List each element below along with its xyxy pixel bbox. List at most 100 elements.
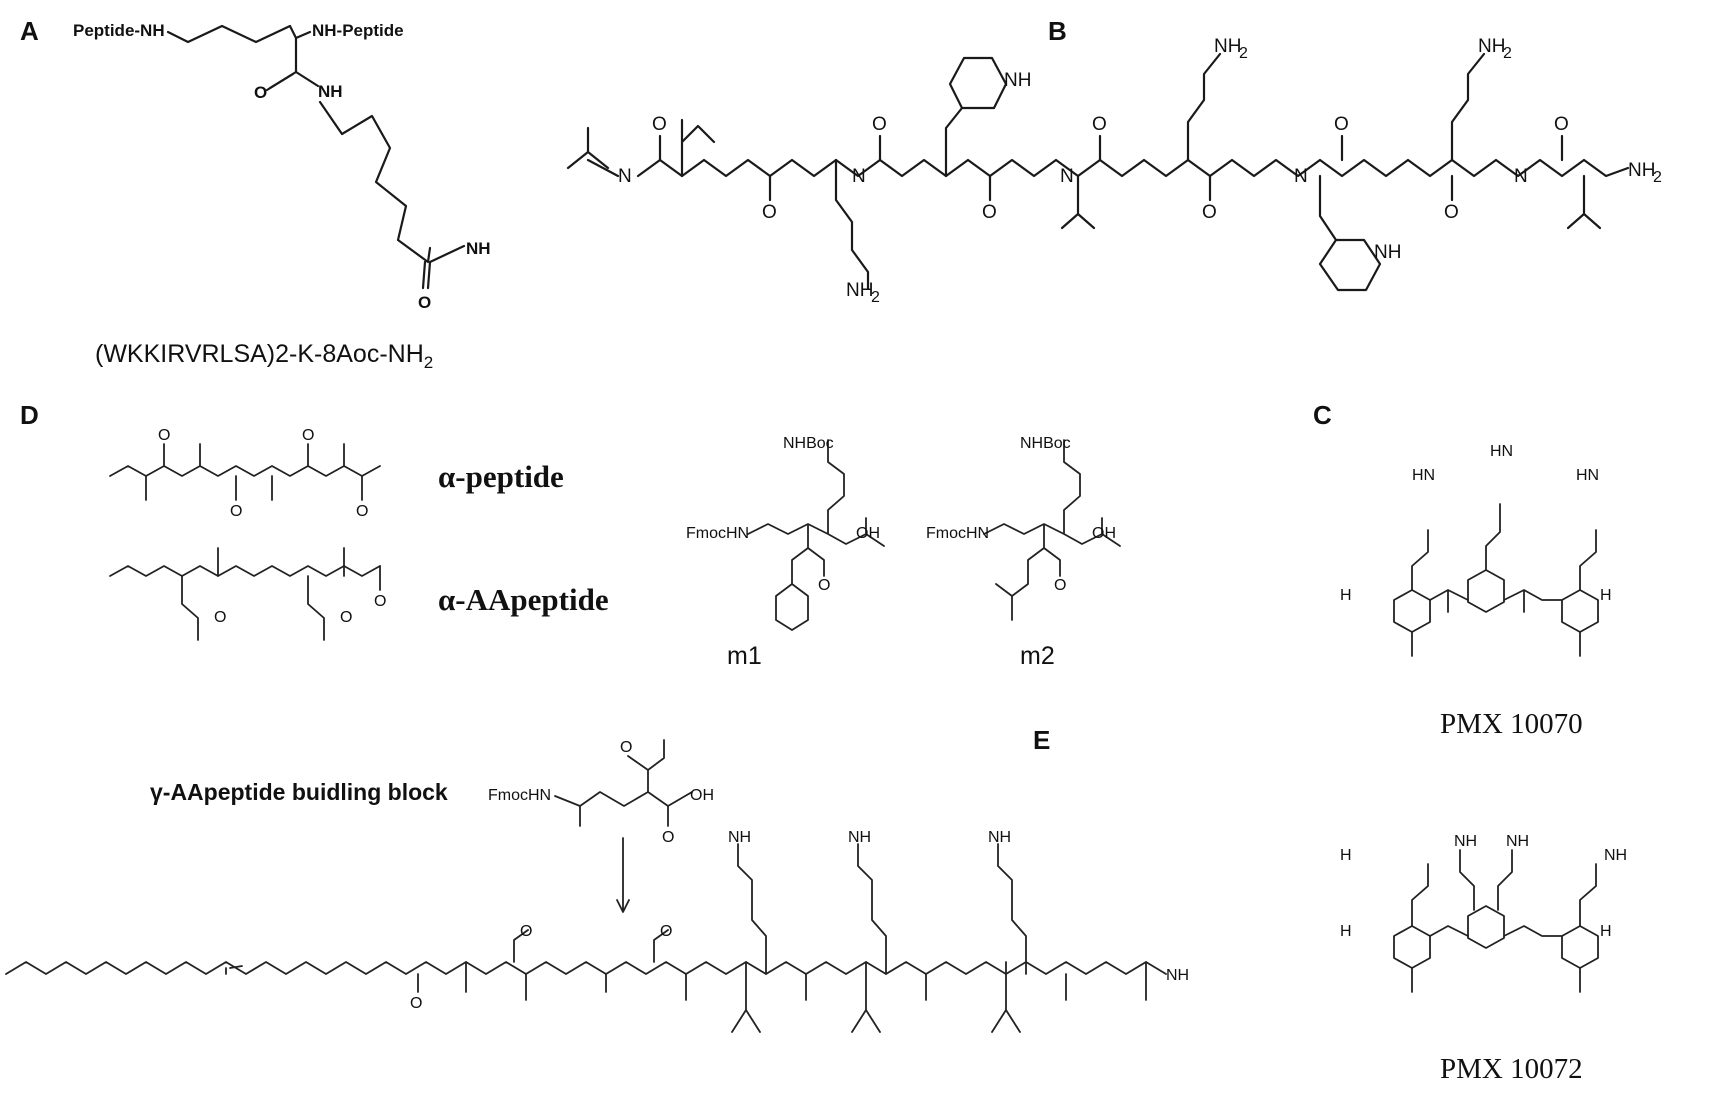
panel-a-structure: Peptide-NH NH-Peptide O NH NH O (WKKIRVR… <box>73 21 491 372</box>
urea-o-6: O <box>1202 202 1217 223</box>
lysine-nh2-2: NH <box>1214 36 1241 57</box>
svg-text:O: O <box>158 427 170 444</box>
pmx10070-linkers <box>1411 503 1597 657</box>
isopropyl-cap <box>566 126 610 170</box>
m1-structure <box>747 439 885 631</box>
urea-backbone <box>586 158 1630 178</box>
peptide-nh-left-label: Peptide-NH <box>73 21 165 40</box>
panel-label-b: B <box>1048 16 1067 46</box>
lysine-side-chain-1 <box>834 158 870 290</box>
urea-o-8: O <box>1444 202 1459 223</box>
urea-o-9: O <box>1554 114 1569 135</box>
svg-text:2: 2 <box>1239 45 1248 62</box>
pmx10072-rings <box>1393 905 1599 969</box>
octanoic-chain <box>318 100 432 264</box>
lysine-nh2-1: NH <box>846 280 873 301</box>
alpha-peptide-branches <box>145 443 363 501</box>
svg-text:O: O <box>410 995 422 1012</box>
nh-peptide-right-label: NH-Peptide <box>312 21 404 40</box>
svg-text:OH: OH <box>1092 525 1116 542</box>
urea-o-4: O <box>982 202 997 223</box>
gamma-building-block-label: γ-AApeptide buidling block <box>150 779 448 805</box>
panel-label-a: A <box>20 16 39 46</box>
panel-label-e: E <box>1033 725 1050 755</box>
svg-text:O: O <box>340 609 352 626</box>
svg-text:O: O <box>662 829 674 846</box>
svg-text:FmocHN: FmocHN <box>686 525 749 542</box>
svg-text:2: 2 <box>1503 45 1512 62</box>
svg-text:O: O <box>214 609 226 626</box>
alpha-peptide-backbone <box>109 465 381 477</box>
svg-text:H: H <box>1600 923 1612 940</box>
gamma-aapeptide-structure: γ-AApeptide buidling block FmocHN OH O O… <box>5 739 1189 1033</box>
svg-text:H: H <box>1600 587 1612 604</box>
tryptophan-side-chain-1 <box>944 56 1008 178</box>
panel-label-c: C <box>1313 400 1332 430</box>
panel-a-caption-text: (WKKIRVRLSA)2-K-8Aoc-NH <box>95 340 424 368</box>
svg-text:NH: NH <box>728 829 751 846</box>
svg-text:NH: NH <box>1166 967 1189 984</box>
valine-side-chain-1 <box>680 118 716 178</box>
terminal-nh2-label: NH <box>466 239 491 258</box>
urea-n-5: N <box>1514 166 1528 187</box>
svg-text:O: O <box>818 577 830 594</box>
lysine-nh2-3: NH <box>1478 36 1505 57</box>
urea-o-1: O <box>652 114 667 135</box>
terminal-nh2-b: NH <box>1628 160 1655 181</box>
svg-text:H: H <box>1340 847 1352 864</box>
pmx10072-label: PMX 10072 <box>1440 1053 1583 1085</box>
svg-text:HN: HN <box>1576 467 1599 484</box>
urea-n-1: N <box>618 166 632 187</box>
svg-text:HN: HN <box>1412 467 1435 484</box>
panel-a-caption-sub: 2 <box>424 353 433 372</box>
gamma-building-block-bonds <box>554 739 693 827</box>
urea-o-3: O <box>872 114 887 135</box>
carbonyl-o-label: O <box>254 83 267 102</box>
urea-o-5: O <box>1092 114 1107 135</box>
alpha-aapeptide-backbone <box>109 565 381 577</box>
svg-text:O: O <box>302 427 314 444</box>
urea-n-4: N <box>1294 166 1308 187</box>
indole-nh-2: NH <box>1374 242 1401 263</box>
valine-side-chain-3 <box>1566 174 1602 230</box>
svg-text:O: O <box>620 739 632 756</box>
lysine-side-chain-3 <box>1450 52 1486 162</box>
alpha-carbon-bonds <box>294 30 312 74</box>
valine-side-chain-2 <box>1060 174 1096 230</box>
svg-text:O: O <box>660 923 672 940</box>
indole-nh-1: NH <box>1004 70 1031 91</box>
terminal-amide-bonds <box>421 244 466 290</box>
panel-b-structure: O O O O O O O O O N N N N N NH 2 NH 2 NH… <box>566 36 1662 306</box>
svg-text:NH: NH <box>1454 833 1477 850</box>
svg-text:O: O <box>374 593 386 610</box>
svg-text:FmocHN: FmocHN <box>488 787 551 804</box>
panel-d-structure: O O O O α-peptide O O O α-AApeptide NHBo… <box>109 427 1121 670</box>
gamma-aapeptide-branches <box>417 843 1147 1033</box>
lysine-side-chain <box>166 24 298 44</box>
svg-text:HN: HN <box>1490 443 1513 460</box>
svg-text:FmocHN: FmocHN <box>926 525 989 542</box>
urea-o-2: O <box>762 202 777 223</box>
urea-n-3: N <box>1060 166 1074 187</box>
svg-text:2: 2 <box>871 289 880 306</box>
svg-text:2: 2 <box>1653 169 1662 186</box>
synthesis-arrow <box>616 837 630 913</box>
m2-label: m2 <box>1020 642 1055 670</box>
panel-c-structure: H H HN HN HN PMX 10070 H H H NH NH NH PM… <box>1340 443 1627 1085</box>
svg-text:NH: NH <box>1506 833 1529 850</box>
svg-text:O: O <box>356 503 368 520</box>
amide-nh-label: NH <box>318 82 343 101</box>
svg-text:NH: NH <box>988 829 1011 846</box>
svg-text:O: O <box>1054 577 1066 594</box>
urea-o-7: O <box>1334 114 1349 135</box>
pmx10070-label: PMX 10070 <box>1440 708 1583 740</box>
panel-a-caption: (WKKIRVRLSA)2-K-8Aoc-NH2 <box>95 340 433 372</box>
svg-text:H: H <box>1340 587 1352 604</box>
urea-n-2: N <box>852 166 866 187</box>
svg-text:H: H <box>1340 923 1352 940</box>
pmx10070-rings <box>1393 569 1599 633</box>
tryptophan-side-chain-2 <box>1318 174 1382 292</box>
m2-structure <box>983 439 1121 621</box>
svg-text:NH: NH <box>848 829 871 846</box>
